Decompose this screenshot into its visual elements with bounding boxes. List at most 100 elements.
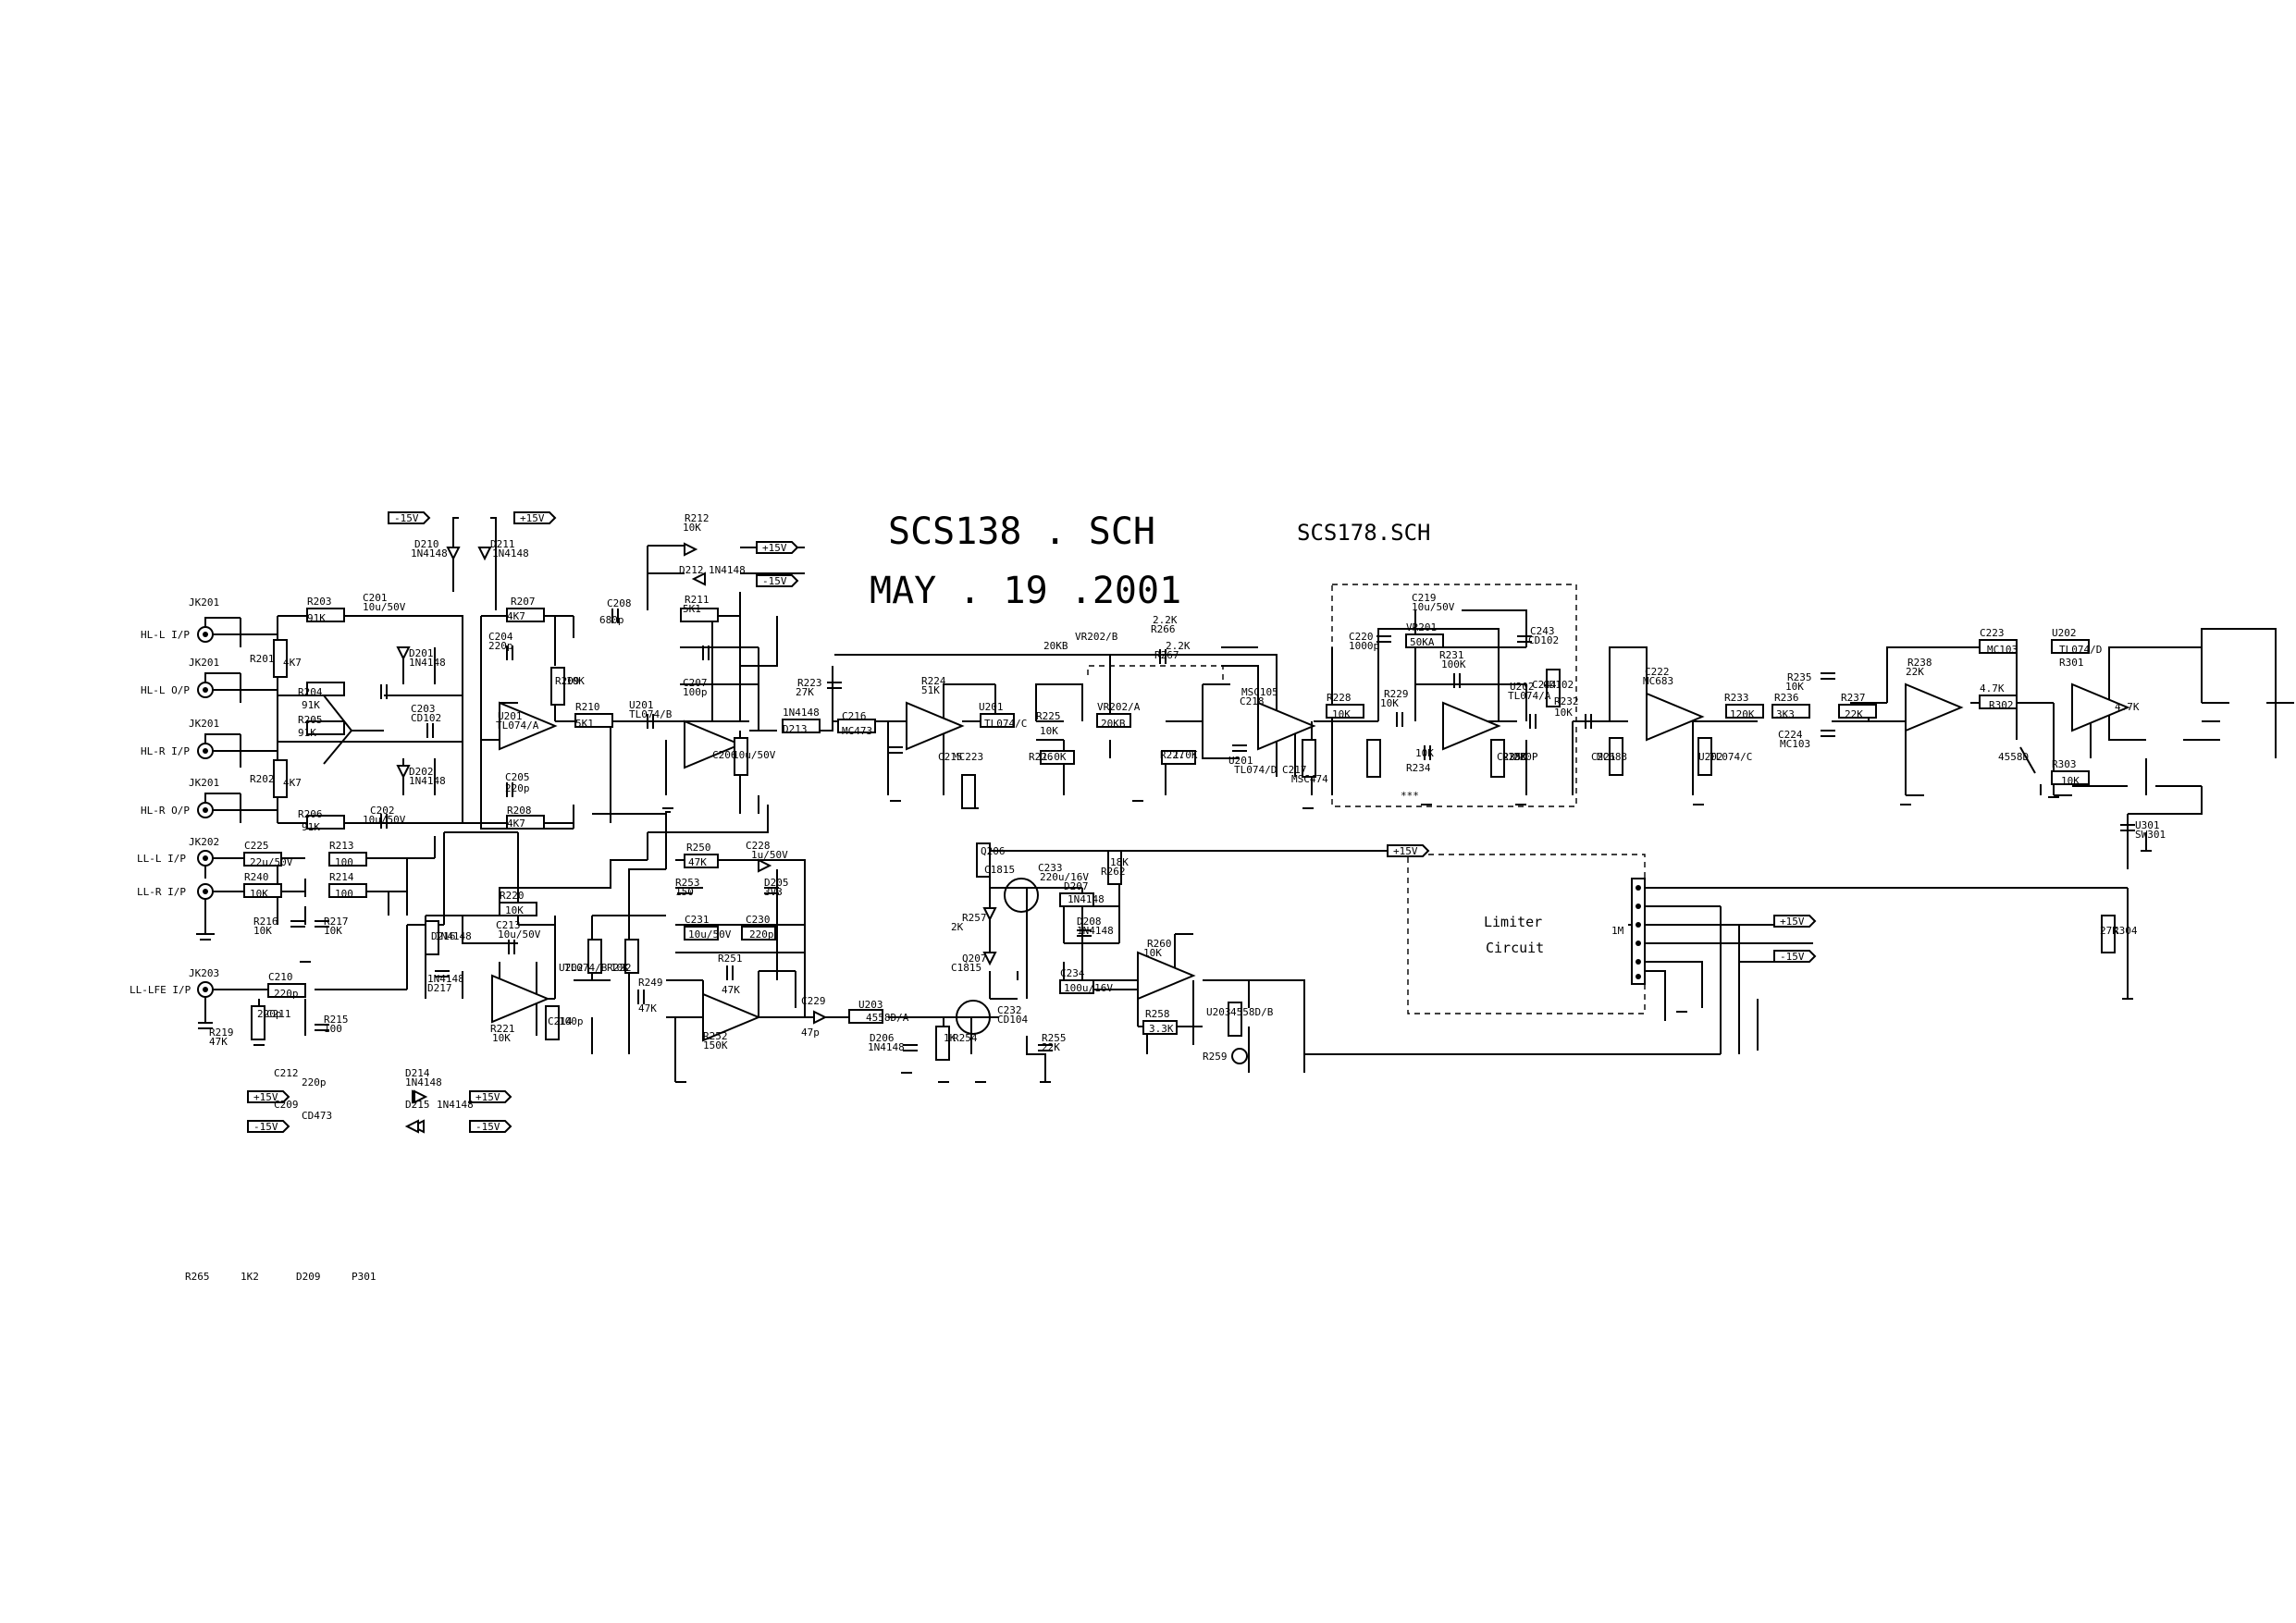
component-designator: 1N4148 <box>437 1099 474 1111</box>
component-designator: 4.7K <box>2115 701 2140 713</box>
component-designator: R260 <box>1147 938 1172 950</box>
jack-ref: JK202 <box>189 836 219 848</box>
component-designator: D213 <box>783 723 808 735</box>
component-designator: R301 <box>2059 657 2084 669</box>
component-designator: R230 <box>1502 751 1527 763</box>
component-designator: 10K <box>611 962 629 974</box>
component-designator: 22K <box>1042 1041 1060 1053</box>
jack-hl-r-ip: JK201 HL-R I/P <box>141 718 278 759</box>
component-designator: 2.2K <box>1153 614 1178 626</box>
component-designator: 10u/50V <box>498 928 541 941</box>
component-designator: 10K <box>683 522 701 534</box>
component-designator: 220p <box>488 640 513 652</box>
component-designator: 10K <box>2061 775 2080 787</box>
component-designator: TL074/B <box>564 962 608 974</box>
jack-hl-r-op: JK201 HL-R O/P <box>141 777 278 818</box>
component-designator: MC223 <box>953 751 983 763</box>
component-designator: D211 <box>490 538 515 550</box>
component-designator: 20KB <box>1043 640 1068 652</box>
component-designator: 10u/50V <box>1412 601 1455 613</box>
component-designator: 1.0K <box>1173 749 1198 761</box>
component-designator: 4K7 <box>283 657 302 669</box>
component-designator: D212 <box>679 564 704 576</box>
component-designator: TL074/A <box>1508 690 1551 702</box>
jack-label: LL-R I/P <box>137 886 186 898</box>
component-designator: C224 <box>1778 729 1803 741</box>
component-designator: 10K <box>1143 947 1162 959</box>
component-designator: 4K7 <box>507 818 525 830</box>
component-designator: MSC105 <box>1241 686 1278 698</box>
component-designator: 1N4148 <box>435 930 472 942</box>
component-designator: 150K <box>703 1039 728 1051</box>
component-designator: R208 <box>507 805 532 817</box>
component-designator: R204 <box>298 686 323 698</box>
component-designator: R215 <box>324 1014 349 1026</box>
component-designator: CD104 <box>997 1014 1028 1026</box>
component-designator: C229 <box>801 995 826 1007</box>
component-designator: 1N4148 <box>868 1041 905 1053</box>
flag-label: +15V <box>520 512 545 524</box>
component-designator: R238 <box>1907 657 1932 669</box>
component-designator: 100u/16V <box>1064 982 1113 994</box>
component-designator: 220p <box>749 928 774 941</box>
component-designator: C220 <box>1349 631 1374 643</box>
component-designator: R219 <box>209 1027 234 1039</box>
component-designator: R222 <box>607 962 632 974</box>
component-designator: TL074/C <box>984 718 1027 730</box>
switch-sw301 <box>2019 746 2042 795</box>
component-designator: C219 <box>1412 592 1437 604</box>
component-designator: CD473 <box>302 1110 332 1122</box>
capacitors <box>198 609 2135 1051</box>
component-designator: 1N4148 <box>492 547 529 559</box>
component-designator: R259 <box>1203 1051 1228 1063</box>
component-designator: 10u/50V <box>733 749 776 761</box>
component-designator: Q206 <box>981 845 1006 857</box>
component-designator: C232 <box>997 1004 1022 1016</box>
component-designator: R203 <box>307 596 332 608</box>
component-designator: D202 <box>409 766 434 778</box>
component-designator: 10K <box>1415 747 1434 759</box>
component-designator: 2K <box>951 921 964 933</box>
component-designator: R252 <box>703 1030 728 1042</box>
component-designator: D201 <box>409 647 434 659</box>
jack-label: LL-L I/P <box>137 853 186 865</box>
component-designator: R251 <box>718 953 743 965</box>
component-designator: 18K <box>1110 856 1129 868</box>
component-designator: SW301 <box>2135 829 2166 841</box>
component-designator: 220p <box>257 1008 282 1020</box>
component-designator: C201 <box>363 592 388 604</box>
component-designator: 91K <box>302 821 320 833</box>
component-designator: D205 <box>764 877 789 889</box>
component-designator: 4K7 <box>283 777 302 789</box>
dashed-link-c218 <box>1087 665 1224 684</box>
component-designator: R240 <box>244 871 269 883</box>
jack-hl-l-ip: JK201 HL-L I/P <box>141 596 278 643</box>
marker-text: *** <box>1401 790 1419 802</box>
component-designator: 22K <box>1845 708 1863 720</box>
component-designator: D208 <box>1077 916 1102 928</box>
component-designator: D215 <box>405 1099 430 1111</box>
component-designator: CD102 <box>1543 679 1574 691</box>
component-designator: 10K <box>492 1032 511 1044</box>
component-designator: 3V3 <box>764 886 783 898</box>
component-designator: C216 <box>842 710 867 722</box>
component-designator: U201 <box>498 710 523 722</box>
component-designator: P301 <box>352 1271 376 1283</box>
component-designator: 1K <box>944 1032 957 1044</box>
component-designator: R255 <box>1042 1032 1067 1044</box>
jack-label: HL-R O/P <box>141 805 190 817</box>
component-designator: 1N4148 <box>783 707 820 719</box>
component-designator: 10K <box>1040 725 1058 737</box>
component-designator: R233 <box>1724 692 1749 704</box>
jack-ref: JK201 <box>189 657 219 669</box>
component-designator: R216 <box>253 916 278 928</box>
component-designator: U201 <box>1228 755 1253 767</box>
jack-ll-r-ip: LL-R I/P <box>137 883 214 900</box>
component-designator: MC473 <box>842 725 872 737</box>
component-designator: 220p <box>274 988 299 1000</box>
component-designator: R253 <box>675 877 700 889</box>
component-designator: 100 <box>324 1023 342 1035</box>
component-labels: R20391KC20110u/50VR20491KR20591KR20691KR… <box>185 512 2166 1283</box>
power-flags: -15V +15V +15V -15V +15V +15V -15V +15V … <box>247 511 1817 1133</box>
jack-label: HL-L I/P <box>141 629 190 641</box>
